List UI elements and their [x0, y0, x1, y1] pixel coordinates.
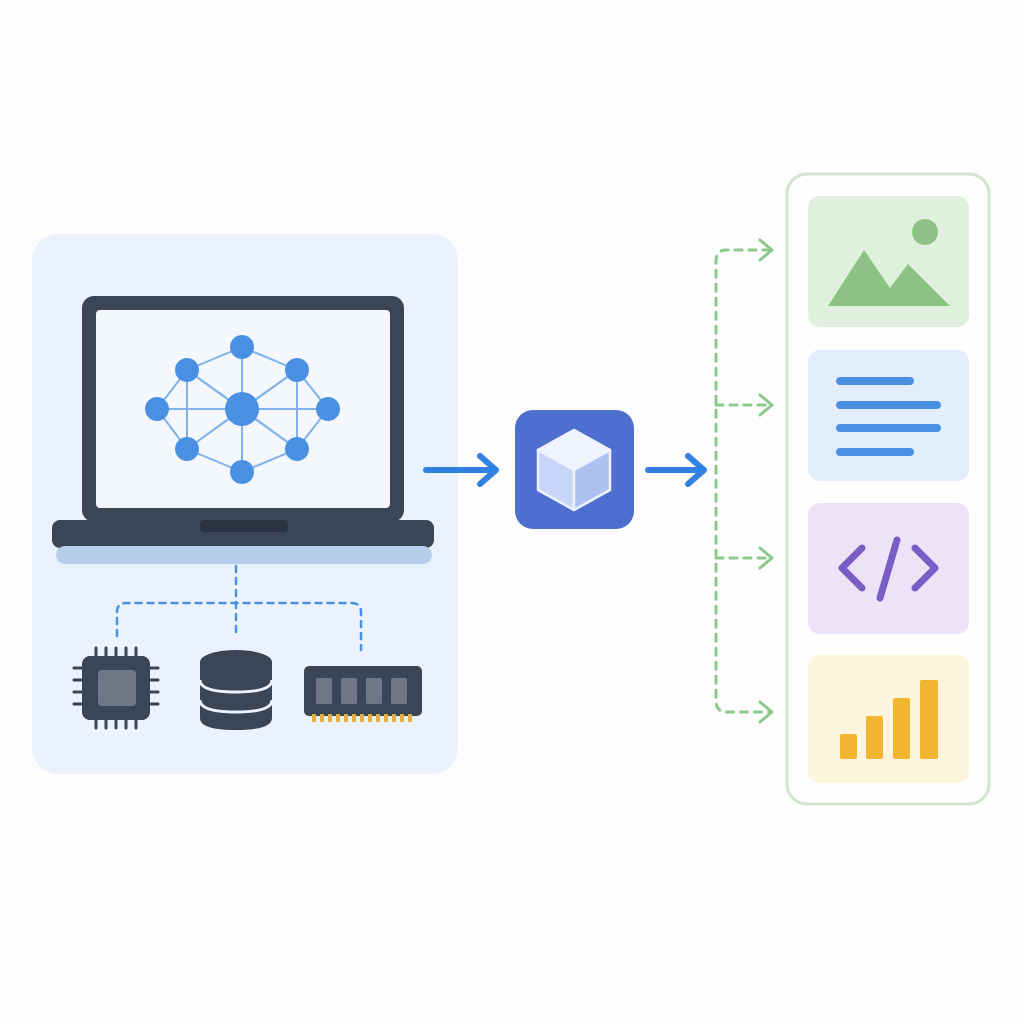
laptop-icon: [52, 296, 434, 564]
network-nodes: [145, 335, 340, 484]
cube-icon: [536, 428, 612, 512]
text-lines-icon: [836, 377, 941, 456]
output-branches: [714, 248, 772, 714]
outputs-panel: [785, 172, 991, 806]
hardware-connectors: [115, 564, 363, 652]
output-image-tile: [808, 196, 969, 327]
ram-module-icon: [304, 666, 422, 722]
bar-chart-icon: [840, 680, 938, 759]
output-chart-tile: [808, 655, 969, 783]
model-package-tile: [515, 410, 634, 529]
image-icon: [828, 219, 950, 306]
arrow-to-model: [423, 453, 499, 487]
output-code-tile: [808, 503, 969, 634]
local-device-panel: [32, 234, 458, 774]
ram-contacts: [312, 714, 412, 722]
output-text-tile: [808, 350, 969, 481]
arrow-to-outputs: [645, 453, 707, 487]
cpu-chip-icon: [72, 646, 160, 730]
database-icon: [198, 650, 274, 730]
output-arrowheads: [758, 238, 774, 724]
code-icon: [838, 536, 939, 602]
